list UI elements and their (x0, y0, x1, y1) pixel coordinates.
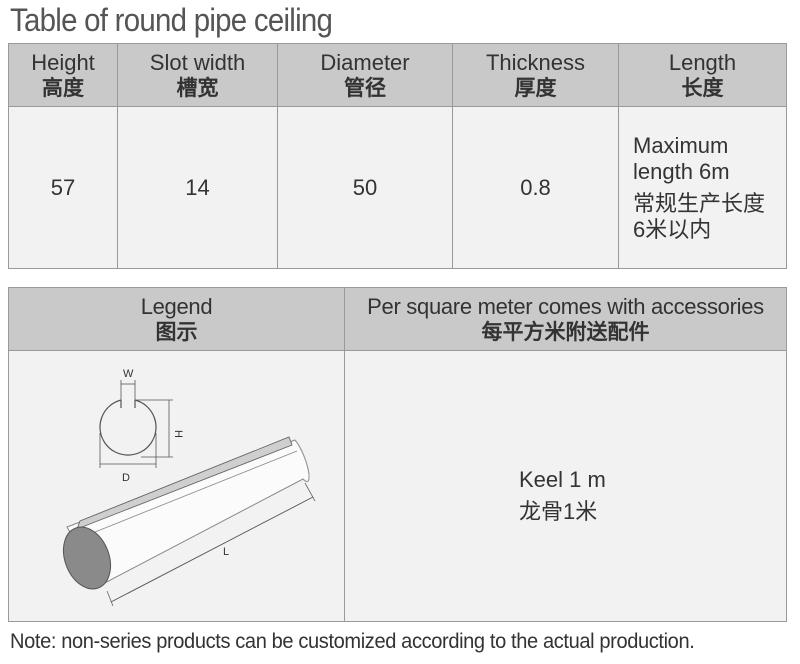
header-length-en: Length (668, 49, 737, 75)
spec-header-row: Height 高度 Slot width 槽宽 Diameter 管径 Thic… (8, 42, 787, 108)
pipe-diagram: W H D L (62, 368, 316, 607)
header-legend: Legend 图示 (8, 287, 345, 351)
accessory-en: Keel 1 m (519, 467, 606, 492)
header-diameter-zh: 管径 (344, 76, 386, 100)
value-diameter: 50 (277, 106, 453, 269)
legend-data-row: W H D L Keel 1 m (8, 350, 787, 622)
header-accessories-en: Per square meter comes with accessories (367, 293, 764, 319)
legend-header-row: Legend 图示 Per square meter comes with ac… (8, 287, 787, 351)
header-length: Length 长度 (618, 42, 787, 108)
legend-diagram-cell: W H D L (8, 350, 345, 622)
pipe-far-end (294, 439, 310, 483)
header-accessories-zh: 每平方米附送配件 (481, 320, 650, 344)
header-height: Height 高度 (8, 42, 118, 108)
length-en-line2: length 6m (633, 158, 730, 184)
pipe-slot-edge (84, 450, 298, 537)
spec-data-row: 57 14 50 0.8 Maximum length 6m 常规生产长度 6米… (8, 106, 787, 269)
header-slot-width-en: Slot width (149, 49, 246, 75)
pipe-slot-channel (76, 436, 293, 530)
pipe-drawing (62, 436, 316, 607)
value-thickness: 0.8 (452, 106, 619, 269)
cross-section-drawing (99, 380, 173, 468)
value-length: Maximum length 6m 常规生产长度 6米以内 (618, 106, 787, 269)
cross-section-outline (99, 399, 157, 456)
header-thickness-en: Thickness (485, 49, 586, 75)
page-title: Table of round pipe ceiling (10, 2, 333, 38)
header-diameter: Diameter 管径 (277, 42, 453, 108)
l-ext-left (106, 590, 114, 607)
accessory-zh: 龙骨1米 (519, 499, 598, 524)
l-ext-right (304, 482, 316, 502)
header-legend-zh: 图示 (155, 320, 198, 344)
length-en-line1: Maximum (633, 132, 729, 158)
header-diameter-en: Diameter (320, 49, 410, 75)
value-height: 57 (8, 106, 118, 269)
header-length-zh: 长度 (681, 76, 724, 100)
header-height-en: Height (31, 49, 95, 75)
header-slot-width: Slot width 槽宽 (117, 42, 278, 108)
label-h: H (172, 430, 184, 438)
header-height-zh: 高度 (42, 76, 84, 100)
length-zh-line1: 常规生产长度 (633, 190, 766, 216)
header-legend-en: Legend (140, 293, 213, 319)
label-w: W (123, 368, 134, 380)
spec-table: Height 高度 Slot width 槽宽 Diameter 管径 Thic… (8, 42, 787, 269)
l-dim-line (110, 496, 314, 603)
header-thickness: Thickness 厚度 (452, 42, 619, 108)
label-l: L (223, 546, 229, 558)
header-thickness-zh: 厚度 (514, 76, 557, 100)
pipe-front-end (62, 526, 112, 590)
legend-table: Legend 图示 Per square meter comes with ac… (8, 287, 787, 622)
label-d: D (122, 472, 130, 484)
header-slot-width-zh: 槽宽 (176, 76, 219, 100)
length-zh-line2: 6米以内 (633, 216, 712, 242)
customization-note: Note: non-series products can be customi… (10, 630, 695, 653)
value-slot-width: 14 (117, 106, 278, 269)
header-accessories: Per square meter comes with accessories … (344, 287, 787, 351)
accessories-cell: Keel 1 m 龙骨1米 (344, 350, 787, 622)
